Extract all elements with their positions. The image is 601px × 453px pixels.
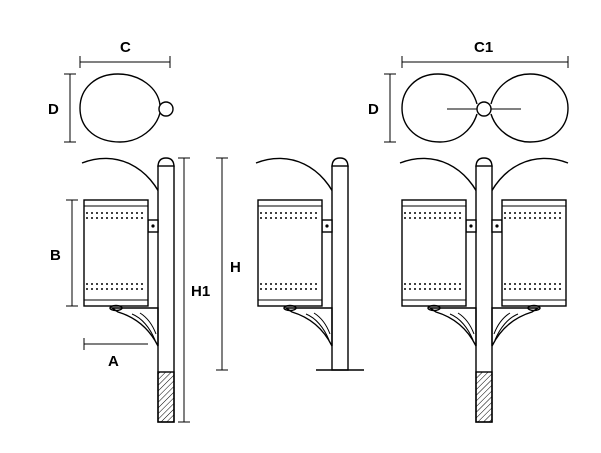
bin-top-outline-left bbox=[401, 73, 478, 143]
support-bracket-2 bbox=[283, 307, 333, 347]
roof-arc-right bbox=[484, 157, 569, 206]
roof-arc bbox=[81, 157, 166, 206]
front-view-baseplate: H bbox=[216, 157, 364, 371]
label-h1: H1 bbox=[191, 283, 210, 300]
label-d-left: D bbox=[48, 101, 59, 118]
mount-bolt-3r bbox=[495, 224, 499, 228]
bracket-hinge-right bbox=[527, 304, 541, 312]
plan-view-double: C1 D bbox=[368, 39, 569, 143]
label-d-right: D bbox=[368, 101, 379, 118]
pole-cap bbox=[157, 157, 175, 168]
bracket-hinge-left bbox=[427, 304, 441, 312]
label-c1: C1 bbox=[474, 39, 493, 56]
bracket-hinge bbox=[109, 304, 123, 312]
bracket-ornament bbox=[131, 312, 157, 341]
support-bracket-right bbox=[491, 307, 541, 347]
pole-ground-hatch bbox=[157, 371, 175, 423]
pole-cap-2 bbox=[331, 157, 349, 168]
bracket-ornament-right bbox=[493, 312, 519, 341]
bin-top-outline bbox=[79, 73, 161, 143]
front-view-double bbox=[399, 157, 569, 423]
support-bracket-left bbox=[427, 307, 477, 347]
bracket-ornament-left bbox=[449, 312, 475, 341]
bracket-hinge-2 bbox=[283, 304, 297, 312]
bin-body-right bbox=[501, 199, 567, 307]
label-c: C bbox=[120, 39, 131, 56]
pole-top-circle-double bbox=[476, 101, 492, 117]
mount-bolt-2 bbox=[325, 224, 329, 228]
bracket-ornament-2 bbox=[305, 312, 331, 341]
label-b: B bbox=[50, 247, 61, 264]
bin-top-outline-right bbox=[490, 73, 569, 143]
plan-view-single: C D bbox=[48, 39, 174, 143]
bin-body-2 bbox=[257, 199, 323, 307]
pole-2 bbox=[331, 165, 349, 371]
roof-arc-left bbox=[399, 157, 484, 206]
mount-bolt bbox=[151, 224, 155, 228]
label-a: A bbox=[108, 353, 119, 370]
bin-body bbox=[83, 199, 149, 307]
roof-arc-2 bbox=[255, 157, 340, 206]
pole-cap-3 bbox=[475, 157, 493, 168]
support-bracket bbox=[109, 307, 159, 347]
front-view-single: B A H1 bbox=[50, 157, 210, 423]
pole-ground-hatch-3 bbox=[475, 371, 493, 423]
pole-top-circle bbox=[158, 101, 174, 117]
bin-body-left bbox=[401, 199, 467, 307]
label-h: H bbox=[230, 259, 241, 276]
mount-bolt-3l bbox=[469, 224, 473, 228]
